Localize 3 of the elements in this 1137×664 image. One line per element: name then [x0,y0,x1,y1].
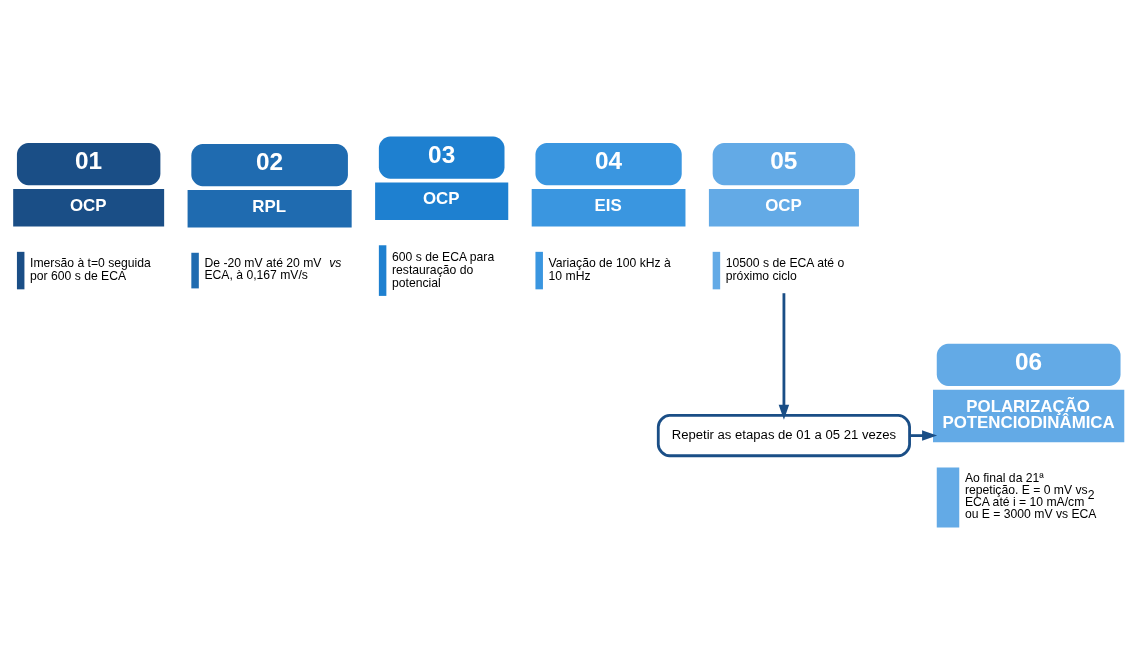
arrow [909,430,938,441]
node-box: Repetir as etapas de 01 a 05 21 vezes [656,414,911,458]
arrow [778,293,790,420]
